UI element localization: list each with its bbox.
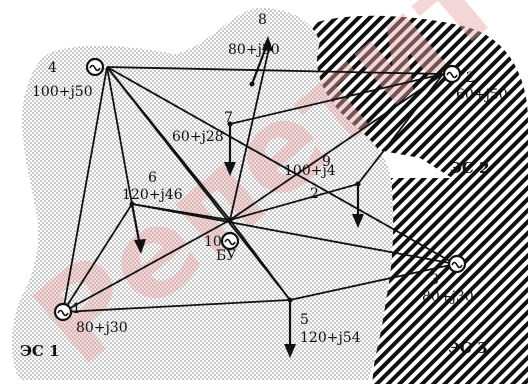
system-label-es2: ЭС 2 <box>450 159 490 177</box>
generator-icon-1 <box>53 302 73 322</box>
node-load-2: 60+j50 <box>456 87 508 103</box>
load-arrow-9 <box>352 184 364 228</box>
node-number-9: 9 <box>322 154 331 170</box>
load-arrow-6 <box>130 203 146 254</box>
node-load-4: 100+j50 <box>32 84 93 100</box>
node-tag-10: БУ <box>216 248 236 264</box>
node-load-5: 120+j54 <box>300 330 361 346</box>
node-load-8: 80+j30 <box>228 42 280 58</box>
load-arrow-8 <box>250 36 273 85</box>
generator-icon-10 <box>220 231 240 251</box>
node-number-1: 1 <box>72 301 81 317</box>
region-es3 <box>372 178 528 384</box>
node-number-6: 6 <box>148 170 157 186</box>
generator-icon-2 <box>442 64 462 84</box>
junction-dots <box>129 81 361 303</box>
system-label-es1: ЭС 1 <box>20 342 60 360</box>
node-load-9: 100+j4 <box>284 163 336 179</box>
generator-icon-4 <box>85 57 105 77</box>
node-load-1: 80+j30 <box>76 320 128 336</box>
node-load-3: 80+j30 <box>422 289 474 305</box>
network-lines <box>62 43 456 313</box>
node-number-5: 5 <box>300 312 309 328</box>
load-arrow-5 <box>284 300 296 358</box>
load-arrows <box>130 36 364 358</box>
node-number-7: 7 <box>224 110 233 126</box>
node-number-10: 10 <box>204 234 222 250</box>
edge-label-2: 2 <box>310 186 319 202</box>
system-label-es3: ЭС 3 <box>448 339 488 357</box>
load-arrow-7 <box>224 124 236 176</box>
region-es2 <box>302 15 528 178</box>
node-number-2: 2 <box>466 70 475 86</box>
node-load-7: 60+j28 <box>172 129 224 145</box>
node-number-3: 3 <box>430 272 439 288</box>
node-number-8: 8 <box>258 12 267 28</box>
node-number-4: 4 <box>48 60 57 76</box>
node-load-6: 120+j46 <box>122 187 183 203</box>
generator-icon-3 <box>447 254 467 274</box>
